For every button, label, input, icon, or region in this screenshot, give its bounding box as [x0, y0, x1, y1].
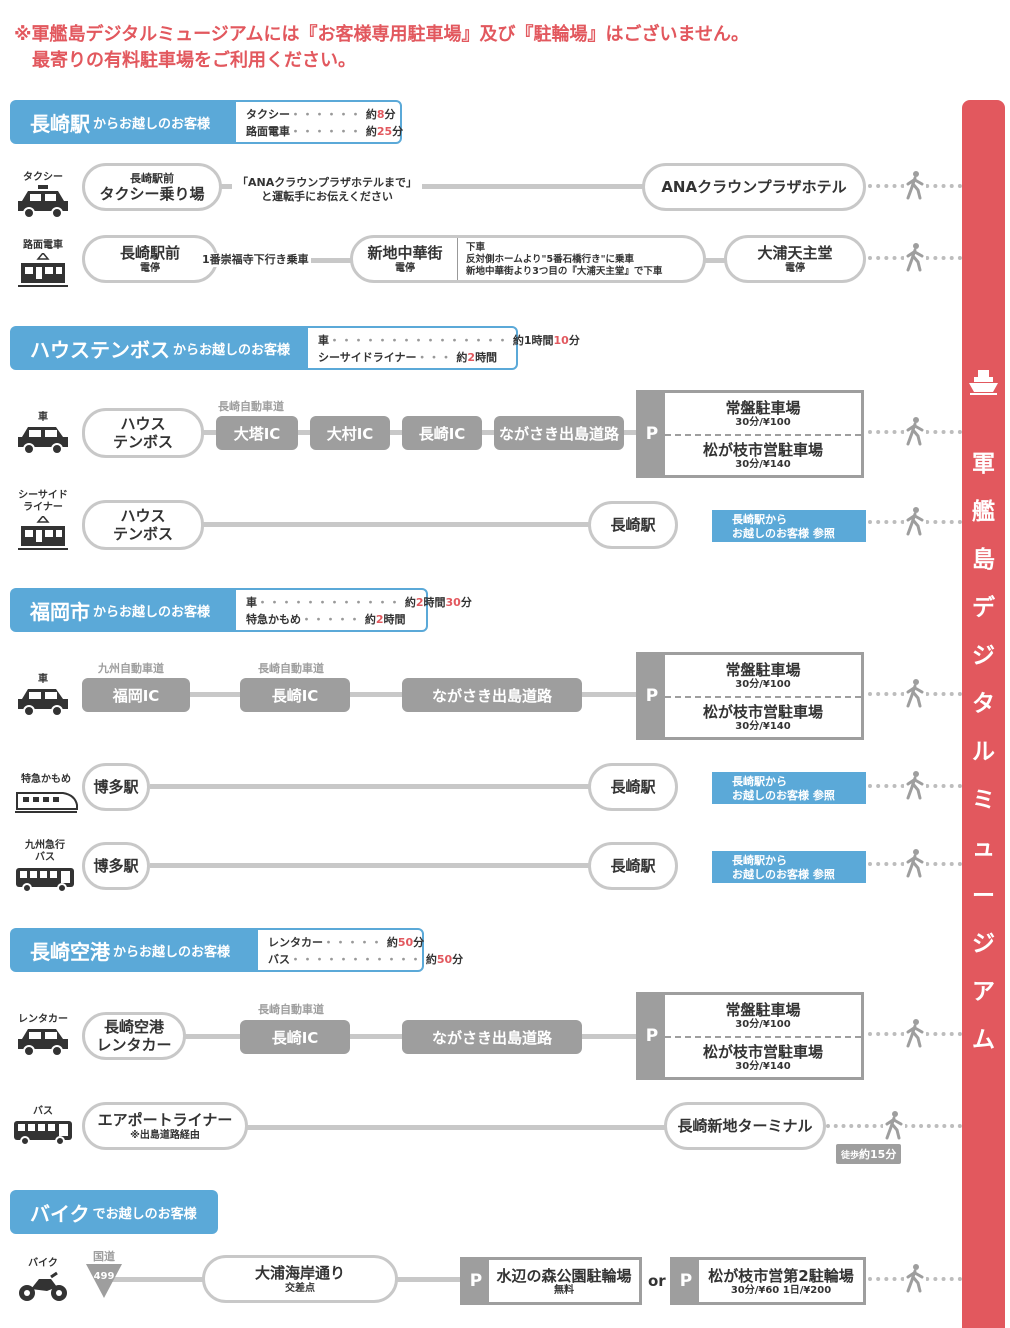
- travel-time-info: レンタカー・・・・・ 約50分 バス・・・・・・・・・・・ 約50分: [256, 928, 463, 972]
- section-header-huis-ten-bosch: ハウステンボス からお越しのお客様 車・・・・・・・・・・・・・・・ 約1時間1…: [10, 326, 580, 370]
- airport-rental-car-node: 長崎空港 レンタカー: [82, 1012, 186, 1060]
- car-icon: 車: [12, 670, 74, 717]
- section-title: ハウステンボス: [30, 337, 170, 362]
- section-title: 長崎駅: [30, 111, 90, 136]
- section-header-bike: バイク でお越しのお客様: [10, 1190, 218, 1234]
- ana-crowne-plaza-node: ANAクラウンプラザホテル: [642, 163, 866, 211]
- section-suffix: からお越しのお客様: [93, 116, 211, 132]
- walking-person-icon: [904, 848, 926, 878]
- rental-car-icon: レンタカー: [12, 1010, 74, 1057]
- airport-liner-node: エアポートライナー ※出島道路経由: [82, 1102, 248, 1150]
- nagasaki-ekimae-stop: 長崎駅前 電停: [82, 235, 218, 283]
- section-header-nagasaki-airport: 長崎空港 からお越しのお客様 レンタカー・・・・・ 約50分 バス・・・・・・・…: [10, 928, 463, 972]
- section-suffix: からお越しのお客様: [93, 604, 211, 620]
- huis-ten-bosch-start: ハウス テンボス: [82, 500, 204, 550]
- travel-time-info: 車・・・・・・・・・・・・ 約2時間30分 特急かもめ・・・・・ 約2時間: [234, 588, 472, 632]
- hakata-station-node: 博多駅: [82, 842, 150, 890]
- huis-ten-bosch-start: ハウス テンボス: [82, 408, 204, 458]
- liner-train-icon: シーサイド ライナー: [12, 490, 74, 552]
- tram-icon: 路面電車: [12, 236, 74, 289]
- parking-notice: ※軍艦島デジタルミュージアムには『お客様専用駐車場』及び『駐輪場』はございません…: [14, 22, 749, 74]
- travel-time-info: 車・・・・・・・・・・・・・・・ 約1時間10分 シーサイドライナー・・・ 約2…: [306, 326, 580, 370]
- walking-person-icon: [904, 170, 926, 200]
- taxi-note: 「ANAクラウンプラザホテルまで」 と運転手にお伝えください: [232, 176, 422, 204]
- bus-icon: バス: [10, 1102, 76, 1147]
- walking-time-badge: 徒歩約15分: [836, 1144, 902, 1164]
- oura-tenshudo-stop: 大浦天主堂 電停: [724, 235, 866, 283]
- dejima-road: ながさき出島道路: [494, 416, 624, 450]
- oura-kaigan-intersection: 大浦海岸通り 交差点: [202, 1255, 398, 1303]
- nagasaki-station-node: 長崎駅: [588, 501, 678, 549]
- ic-omura: 大村IC: [310, 416, 390, 450]
- motorcycle-icon: バイク: [12, 1254, 74, 1303]
- walking-person-icon: [904, 678, 926, 708]
- walking-person-icon: [904, 1018, 926, 1048]
- section-suffix: からお越しのお客様: [113, 944, 231, 960]
- dejima-road: ながさき出島道路: [402, 678, 582, 712]
- national-route-label: 国道: [93, 1250, 115, 1263]
- section-title: 長崎空港: [30, 939, 110, 964]
- ic-otou: 大塔IC: [216, 416, 298, 450]
- museum-title: 軍艦島デジタルミュージアム: [972, 451, 995, 1053]
- route-499-sign: 499: [84, 1262, 124, 1300]
- shinchi-terminal-node: 長崎新地ターミナル: [664, 1102, 826, 1150]
- walking-person-icon: [904, 1263, 926, 1293]
- section-suffix: からお越しのお客様: [173, 342, 291, 358]
- nagasaki-station-node: 長崎駅: [588, 842, 678, 890]
- or-label: or: [648, 1272, 666, 1290]
- ic-nagasaki: 長崎IC: [240, 1020, 350, 1054]
- walking-person-icon: [904, 242, 926, 272]
- road-label: 九州自動車道: [98, 662, 164, 675]
- see-nagasaki-section-link[interactable]: 長崎駅から お越しのお客様 参照: [712, 772, 866, 804]
- museum-destination-bar: 軍艦島デジタルミュージアム: [962, 100, 1005, 1328]
- hakata-station-node: 博多駅: [82, 763, 150, 811]
- section-suffix: でお越しのお客様: [92, 1206, 197, 1222]
- car-icon: 車: [12, 408, 74, 455]
- tram-note: 1番崇福寺下行き乗車: [200, 253, 311, 267]
- dejima-road: ながさき出島道路: [402, 1020, 582, 1054]
- walking-person-icon: [883, 1110, 905, 1140]
- section-title: 福岡市: [30, 599, 90, 624]
- section-header-nagasaki: 長崎駅 からお越しのお客様 タクシー・・・・・・ 約8分 路面電車・・・・・・ …: [10, 100, 403, 144]
- express-bus-icon: 九州急行 バス: [12, 840, 78, 894]
- nagasaki-station-taxi-stand: 長崎駅前 タクシー乗り場: [82, 163, 222, 211]
- ic-nagasaki: 長崎IC: [240, 678, 350, 712]
- road-label: 長崎自動車道: [258, 662, 324, 675]
- see-nagasaki-section-link[interactable]: 長崎駅から お越しのお客様 参照: [712, 510, 866, 542]
- see-nagasaki-section-link[interactable]: 長崎駅から お越しのお客様 参照: [712, 851, 866, 883]
- section-title: バイク: [30, 1201, 90, 1226]
- notice-line-2: 最寄りの有料駐車場をご利用ください。: [32, 50, 356, 71]
- shinchi-chukagai-stop: 新地中華街 電停 下車 反対側ホームより"5番石橋行き"に乗車 新地中華街より3…: [350, 235, 706, 283]
- taxi-icon: タクシー: [12, 168, 74, 219]
- walking-person-icon: [904, 416, 926, 446]
- walking-person-icon: [904, 506, 926, 536]
- road-label: 長崎自動車道: [258, 1003, 324, 1016]
- nagasaki-station-node: 長崎駅: [588, 763, 678, 811]
- ic-fukuoka: 福岡IC: [82, 678, 190, 712]
- limited-express-train-icon: 特急かもめ: [8, 770, 84, 815]
- travel-time-info: タクシー・・・・・・ 約8分 路面電車・・・・・・ 約25分: [234, 100, 403, 144]
- ic-nagasaki: 長崎IC: [402, 416, 482, 450]
- ship-icon: [969, 370, 998, 395]
- road-label: 長崎自動車道: [218, 400, 284, 413]
- walking-person-icon: [904, 770, 926, 800]
- section-header-fukuoka: 福岡市 からお越しのお客様 車・・・・・・・・・・・・ 約2時間30分 特急かも…: [10, 588, 472, 632]
- notice-line-1: ※軍艦島デジタルミュージアムには『お客様専用駐車場』及び『駐輪場』はございません…: [14, 24, 749, 45]
